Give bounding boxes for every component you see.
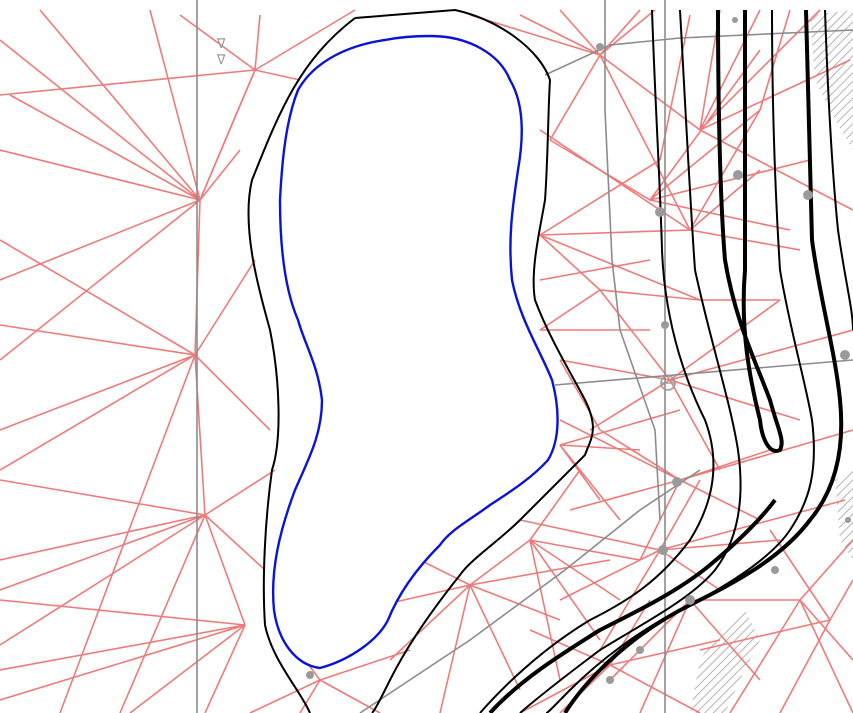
survey-point-icon[interactable]: [660, 375, 676, 391]
contour-around-pond: [354, 8, 594, 713]
benchmark-icon[interactable]: ∇ ∇: [216, 36, 226, 68]
tin-edge: [549, 9, 853, 231]
tin-edge: [559, 289, 853, 471]
hatch-area-right-edge: [835, 470, 853, 560]
contour-index-right: [563, 9, 844, 713]
tin-edge: [0, 9, 356, 201]
survey-point-icon[interactable]: [733, 170, 743, 180]
contour-ridge-left: [479, 9, 715, 713]
tin-edge: [559, 9, 791, 161]
grid-line-diagonal-top: [544, 29, 853, 76]
tin-edge: [0, 479, 206, 713]
grid-line-vertical-center: [604, 0, 661, 521]
hatch-area-top-right: [810, 10, 853, 150]
contour-outer-left: [247, 17, 356, 713]
survey-point-icon[interactable]: [840, 350, 850, 360]
hatch-area-bottom-right: [690, 610, 760, 713]
survey-point-icon[interactable]: [771, 566, 779, 574]
survey-point-icon[interactable]: [672, 477, 682, 487]
contour-index-bottom: [488, 498, 777, 713]
tin-edge: [0, 599, 246, 713]
survey-point-icon[interactable]: [636, 646, 644, 654]
contour-lines: [247, 8, 853, 713]
survey-point-icon[interactable]: [845, 517, 851, 523]
tin-edge: [519, 479, 846, 651]
tin-edge: [559, 409, 681, 521]
survey-point-icon[interactable]: [658, 545, 668, 555]
survey-point-icon[interactable]: [655, 207, 665, 217]
survey-point-icon[interactable]: [306, 671, 314, 679]
hatched-areas: [690, 10, 853, 713]
survey-markers: ∇ ∇: [216, 17, 851, 684]
grid-line-diagonal-lower: [359, 469, 701, 713]
contour-index-ridge: [716, 9, 784, 453]
svg-text:∇: ∇: [216, 52, 226, 68]
tin-edge: [539, 259, 780, 431]
grid-line-horizontal: [554, 359, 853, 386]
survey-point-icon[interactable]: [732, 17, 738, 23]
survey-point-icon[interactable]: [596, 43, 604, 51]
survey-point-icon[interactable]: [606, 676, 614, 684]
contour-far-right: [824, 9, 853, 331]
grid-lines: [196, 0, 853, 713]
survey-point-icon[interactable]: [661, 321, 669, 329]
contour-ridge-2: [519, 9, 742, 713]
pond-boundary: [271, 34, 559, 670]
svg-text:∇: ∇: [216, 36, 226, 52]
survey-point-icon[interactable]: [685, 595, 695, 605]
survey-point-icon[interactable]: [803, 190, 813, 200]
tin-edge: [0, 239, 198, 713]
tin-edge: [469, 9, 701, 231]
contour-ridge-3: [545, 9, 815, 713]
tin-edge: [469, 469, 641, 681]
tin-edge: [0, 9, 201, 361]
tin-edge: [699, 529, 853, 713]
